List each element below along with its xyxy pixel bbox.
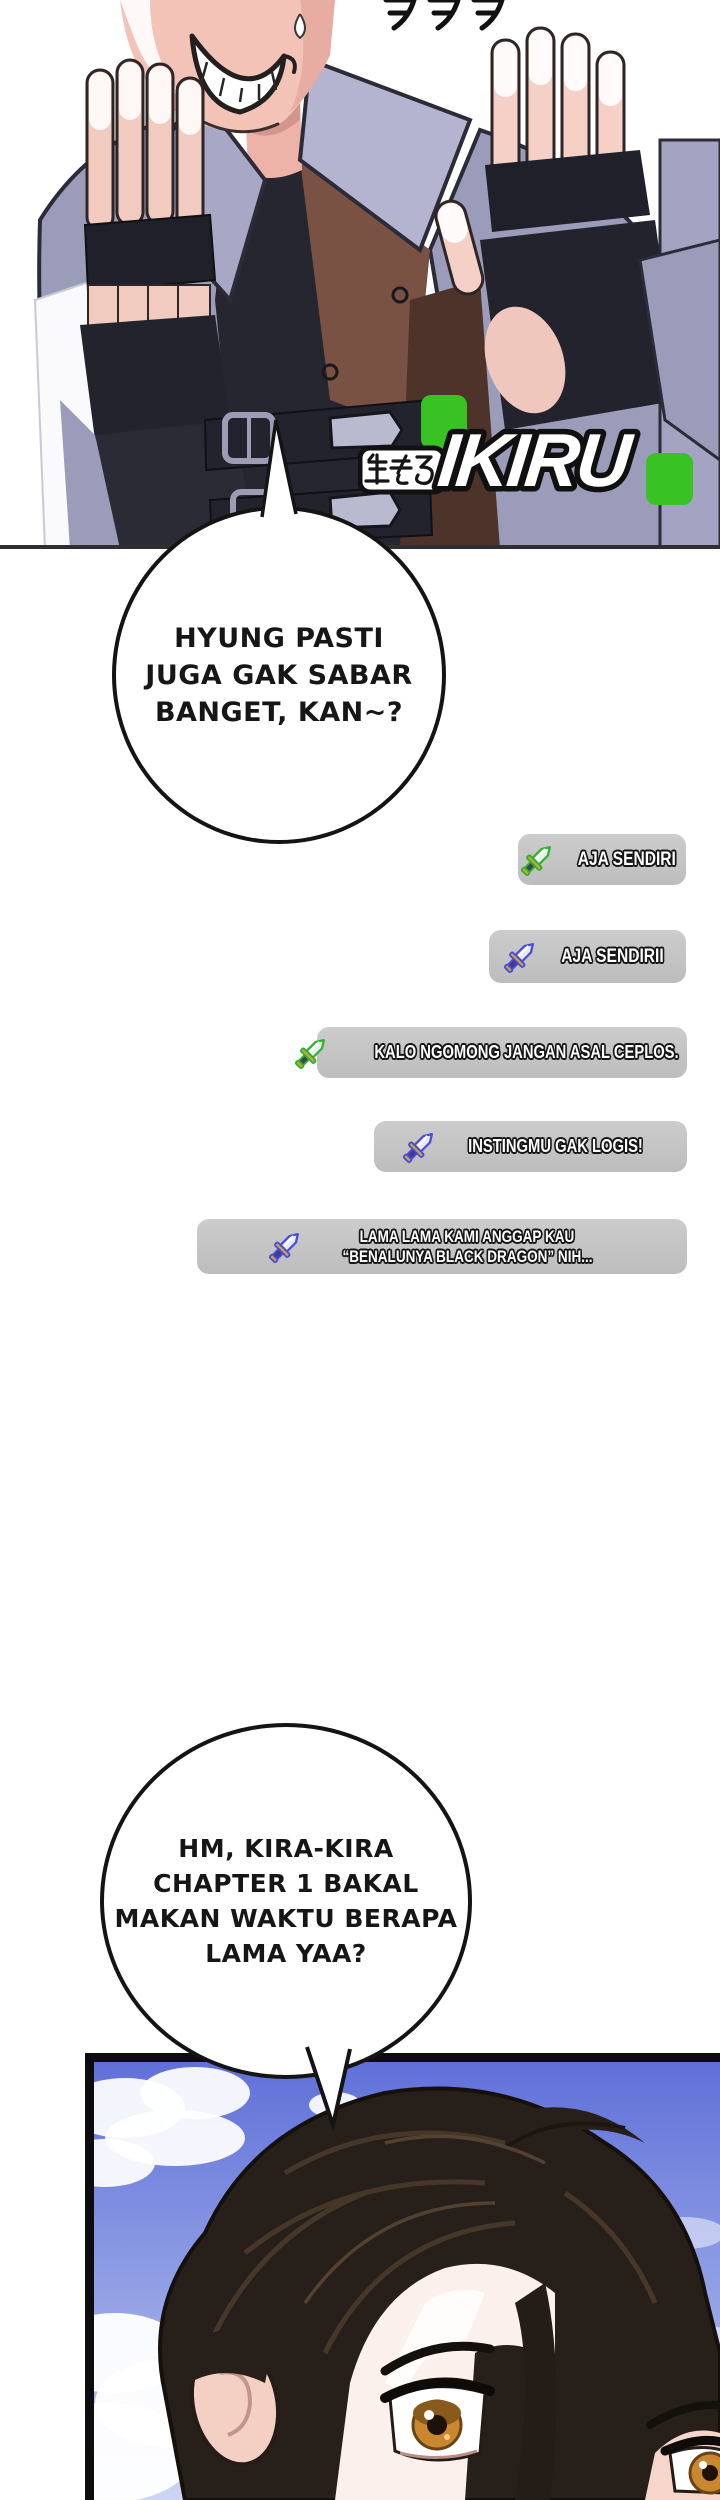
- speech-bubble-2-tail: [305, 2046, 352, 2133]
- chat-text: LAMA LAMA KAMI ANGGAP KAU: [359, 1227, 575, 1246]
- panel-border: [85, 2053, 94, 2500]
- ikiru-logo: IKIRU: [358, 395, 693, 507]
- speech-line: CHAPTER 1 BAKAL: [153, 1869, 419, 1898]
- logo-bracket-top-icon: [421, 395, 467, 449]
- character-eye: [380, 2377, 495, 2462]
- laugh-sfx-text: [381, 0, 507, 33]
- speech-line: HM, KIRA-KIRA: [178, 1834, 394, 1863]
- logo-jp-pill: [358, 445, 447, 495]
- emerald-dagger-icon: [521, 845, 552, 876]
- chat-text: INSTINGMU GAK LOGIS!: [468, 1136, 643, 1156]
- speech-bubble-2: HM, KIRA-KIRA CHAPTER 1 BAKAL MAKAN WAKT…: [100, 1723, 472, 2079]
- chat-bubble: AJA SENDIRI: [518, 834, 686, 885]
- chat-text: KALO NGOMONG JANGAN ASAL CEPLOS.: [374, 1042, 680, 1062]
- panel-bottom-artwork: [85, 2053, 720, 2500]
- chat-bubble: AJA SENDIRII: [489, 930, 686, 983]
- speech-line: MAKAN WAKTU BERAPA: [114, 1904, 458, 1933]
- emerald-dagger-icon: [295, 1038, 326, 1069]
- logo-title: IKIRU: [434, 418, 637, 502]
- panel-border: [85, 2053, 720, 2062]
- character-ear: [185, 2326, 281, 2467]
- speech-bubble-1: HYUNG PASTI JUGA GAK SABAR BANGET, KAN~?: [112, 506, 446, 844]
- speech-line: HYUNG PASTI: [174, 622, 384, 654]
- speech-line: LAMA YAA?: [205, 1939, 367, 1968]
- sapphire-dagger-icon: [402, 1132, 433, 1163]
- chat-text: AJA SENDIRI: [577, 848, 677, 870]
- speech-line: BANGET, KAN~?: [154, 696, 404, 728]
- logo-bracket-bottom-icon: [646, 453, 693, 505]
- chat-bubble: LAMA LAMA KAMI ANGGAP KAU “BENALUNYA BLA…: [197, 1219, 687, 1274]
- speech-bubble-1-tail: [260, 419, 298, 518]
- chat-bubble: KALO NGOMONG JANGAN ASAL CEPLOS.: [295, 1027, 687, 1078]
- chat-text: AJA SENDIRII: [561, 945, 664, 967]
- sapphire-dagger-icon: [268, 1232, 299, 1263]
- chat-bubble: INSTINGMU GAK LOGIS!: [374, 1121, 687, 1172]
- sapphire-dagger-icon: [503, 942, 535, 973]
- right-hand: [434, 26, 720, 462]
- speech-line: JUGA GAK SABAR: [145, 659, 413, 691]
- character-eye: [660, 2435, 720, 2495]
- chat-text: “BENALUNYA BLACK DRAGON” NIH...: [341, 1247, 593, 1266]
